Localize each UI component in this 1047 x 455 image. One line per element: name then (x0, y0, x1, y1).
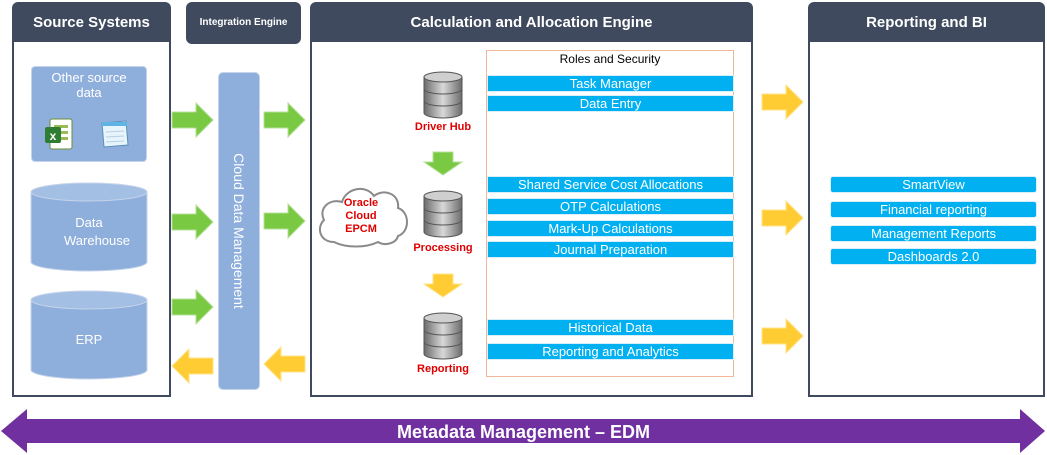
integration-engine-header: Integration Engine (186, 2, 301, 44)
source-systems-header: Source Systems (12, 2, 171, 42)
item-historical-data: Historical Data (487, 319, 734, 336)
item-mark-up-calculations: Mark-Up Calculations (487, 220, 734, 237)
reporting-bi-header: Reporting and BI (808, 2, 1045, 42)
metadata-management-label: Metadata Management – EDM (396, 422, 651, 442)
metadata-management-arrow (1, 409, 1045, 453)
item-data-entry: Data Entry (487, 95, 734, 112)
other-source-data-label: Other source data (51, 70, 127, 100)
report-dashboards: Dashboards 2.0 (830, 248, 1037, 265)
database-icon (423, 71, 463, 119)
item-journal-preparation: Journal Preparation (487, 241, 734, 258)
oracle-cloud-epcm-label: Oracle Cloud EPCM (343, 197, 379, 235)
calculation-engine-header: Calculation and Allocation Engine (310, 2, 753, 42)
arrow-integration-to-source (171, 347, 214, 385)
arrow-engine-to-integration (263, 345, 306, 383)
data-warehouse-tile: Data Warehouse (30, 182, 148, 272)
item-task-manager: Task Manager (487, 75, 734, 92)
database-icon (423, 312, 463, 360)
arrow-integration-to-engine-1 (263, 101, 306, 139)
data-warehouse-label: Data Warehouse (64, 215, 130, 248)
other-source-data-tile: Other source data x (31, 66, 147, 162)
reporting-bi-panel (808, 40, 1045, 397)
erp-tile: ERP (30, 290, 148, 380)
report-smartview: SmartView (830, 176, 1037, 193)
cloud-icon (318, 187, 408, 248)
erp-label: ERP (75, 332, 103, 347)
arrow-source-to-integration-1 (171, 101, 214, 139)
item-shared-service-cost-allocations: Shared Service Cost Allocations (487, 176, 734, 193)
arrow-driver-hub-to-processing (422, 151, 464, 176)
arrow-source-to-integration-3 (171, 288, 214, 326)
arrow-integration-to-engine-2 (263, 202, 306, 240)
arrow-engine-to-reporting-2 (761, 199, 804, 237)
arrow-processing-to-reporting (422, 273, 464, 298)
cloud-data-management-label: Cloud Data Management (231, 153, 247, 309)
svg-text:x: x (50, 129, 57, 143)
item-otp-calculations: OTP Calculations (487, 198, 734, 215)
arrow-engine-to-reporting-3 (761, 317, 804, 355)
processing-label: Processing (413, 242, 473, 254)
arrow-engine-to-reporting-1 (761, 83, 804, 121)
cloud-data-management-bar: Cloud Data Management (218, 72, 260, 390)
database-icon (423, 190, 463, 238)
reporting-db-label: Reporting (417, 363, 469, 375)
driver-hub-label: Driver Hub (414, 121, 472, 133)
report-management-reports: Management Reports (830, 225, 1037, 242)
report-financial-reporting: Financial reporting (830, 201, 1037, 218)
notepad-file-icon (101, 120, 129, 148)
arrow-source-to-integration-2 (171, 203, 214, 241)
item-reporting-and-analytics: Reporting and Analytics (487, 343, 734, 360)
excel-file-icon: x (45, 118, 73, 150)
roles-security-title: Roles and Security (559, 52, 661, 66)
